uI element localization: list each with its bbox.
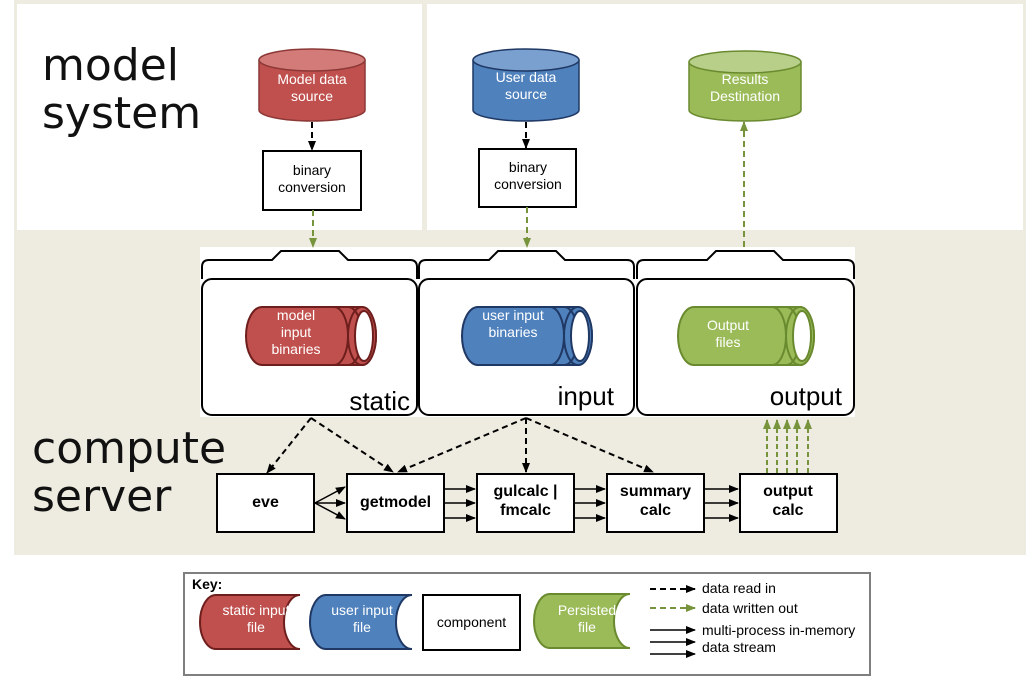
output-folder-label: output <box>769 381 842 411</box>
getmodel-box <box>346 473 445 533</box>
eve-label: eve <box>252 494 279 511</box>
arrow-input-to-summary <box>525 417 654 473</box>
outputcalc-label: output calc <box>763 483 813 520</box>
model-system-title: model system <box>42 40 202 140</box>
arrow-static-to-eve <box>266 417 312 474</box>
model-input-binaries-stack <box>245 306 377 366</box>
arrow-static-to-getmodel <box>310 417 394 473</box>
key-static-input-file-shape <box>199 594 301 650</box>
compute-server-title: compute server <box>32 423 227 523</box>
key-multi-process-arrows <box>650 626 696 658</box>
stream-eve-to-getmodel <box>314 486 346 520</box>
stream-gulcalc-to-summary <box>575 485 606 522</box>
eve-box <box>216 473 315 533</box>
key-component-label: component <box>436 614 507 630</box>
summary-box <box>606 473 705 533</box>
model-data-source-label: Model data source <box>277 71 347 104</box>
key-data-written-out-label: data written out <box>702 600 798 616</box>
model-input-binaries-label: model input binaries <box>271 307 321 357</box>
static-folder-label: static <box>349 386 410 416</box>
user-binary-conversion-label: binary conversion <box>494 159 562 192</box>
key-title: Key: <box>192 576 223 592</box>
output-files-stack <box>677 306 815 366</box>
model-binary-conversion-box <box>262 150 362 211</box>
getmodel-label: getmodel <box>359 494 432 511</box>
key-persisted-file-shape <box>533 593 631 649</box>
model-data-source-cylinder <box>258 48 366 122</box>
key-box <box>183 572 871 676</box>
key-user-input-file-label: user input file <box>331 602 393 635</box>
outputcalc-box <box>739 473 838 533</box>
output-files-label: Output files <box>706 317 750 350</box>
summary-label: summary calc <box>619 483 692 520</box>
stream-getmodel-to-gulcalc <box>445 485 476 522</box>
user-input-binaries-stack <box>461 306 593 366</box>
key-user-input-file-shape <box>309 594 413 650</box>
key-data-read-in-label: data read in <box>702 580 776 596</box>
user-binary-conversion-box <box>478 148 577 208</box>
gulcalc-box <box>476 473 575 533</box>
input-folder-label: input <box>557 381 614 411</box>
key-static-input-file-label: static input file <box>222 602 290 635</box>
stream-summary-to-outputcalc <box>705 485 739 522</box>
key-multi-process-label: multi-process in-memory data stream <box>702 622 856 655</box>
key-persisted-file-label: Persisted file <box>557 602 617 635</box>
arrow-input-to-getmodel <box>397 417 527 473</box>
results-destination-cylinder <box>688 50 802 122</box>
user-input-binaries-label: user input binaries <box>482 307 544 340</box>
key-component-shape <box>422 594 521 651</box>
gulcalc-label: gulcalc | fmcalc <box>493 483 558 520</box>
model-binary-conversion-label: binary conversion <box>278 162 346 195</box>
user-data-source-label: User data source <box>495 69 557 102</box>
arrows-outputcalc-to-output <box>763 419 812 473</box>
user-data-source-cylinder <box>472 48 580 122</box>
results-destination-label: Results Destination <box>709 71 781 104</box>
